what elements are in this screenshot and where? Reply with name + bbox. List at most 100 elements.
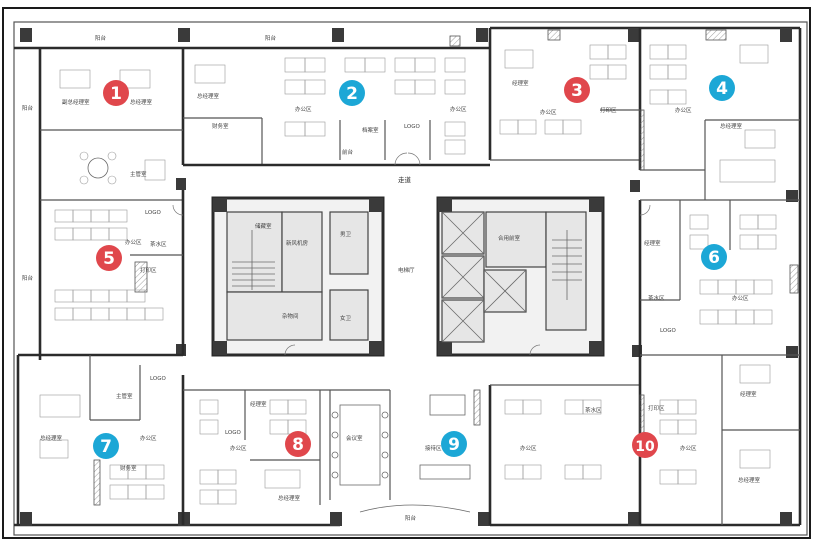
label-manager-8: 经理室 bbox=[250, 400, 267, 408]
label-balcony-left: 阳台 bbox=[22, 104, 34, 112]
label-print: 打印区 bbox=[600, 106, 617, 114]
label-finance-7: 财务室 bbox=[120, 464, 137, 472]
zone-marker-7-label: 7 bbox=[100, 437, 112, 457]
workstations-zone-3 bbox=[499, 44, 627, 135]
zone-marker-4[interactable]: 4 bbox=[709, 75, 735, 101]
label-office-area-7: 办公区 bbox=[140, 434, 157, 442]
label-finance: 财务室 bbox=[212, 122, 229, 130]
room-labels: 阳台 阳台 阳台 阳台 阳台 副总经理室 总经理室 总经理室 财务室 主管室 办… bbox=[22, 34, 761, 522]
label-balcony-top-left: 阳台 bbox=[95, 34, 107, 42]
label-gm-office-1: 总经理室 bbox=[130, 98, 153, 106]
label-toilet-f: 女卫 bbox=[340, 314, 352, 322]
label-manager-3: 经理室 bbox=[512, 79, 529, 87]
label-fan-room: 新风机房 bbox=[286, 239, 309, 247]
label-toilet-m: 男卫 bbox=[340, 231, 352, 238]
zone-marker-10-circle[interactable] bbox=[632, 432, 658, 458]
zone-marker-9-label: 9 bbox=[448, 435, 460, 455]
label-logo-right: LOGO bbox=[660, 328, 676, 334]
label-logo-bottom: LOGO bbox=[150, 376, 166, 382]
label-balcony-left2: 阳台 bbox=[22, 274, 34, 282]
meeting-room-table bbox=[331, 404, 389, 486]
zone-marker-5-label: 5 bbox=[103, 249, 115, 269]
zone-marker-3-circle[interactable] bbox=[564, 77, 590, 103]
label-manager-6: 经理室 bbox=[644, 239, 661, 247]
zone-marker-10-label: 10 bbox=[635, 439, 655, 455]
elevator-crosses bbox=[441, 211, 527, 343]
label-deputy-gm: 副总经理室 bbox=[62, 98, 90, 106]
zone-marker-2[interactable]: 2 bbox=[339, 80, 365, 106]
zone-marker-6-circle[interactable] bbox=[701, 244, 727, 270]
zone-marker-8-circle[interactable] bbox=[285, 431, 311, 457]
workstations-zone-2 bbox=[284, 57, 466, 155]
zone-marker-4-circle[interactable] bbox=[709, 75, 735, 101]
label-supervisor-7: 主管室 bbox=[116, 392, 133, 400]
interior-partitions bbox=[18, 28, 800, 525]
label-logo-left: LOGO bbox=[145, 210, 161, 216]
label-fire-room: 合用前室 bbox=[498, 234, 521, 242]
zone-marker-3-label: 3 bbox=[571, 81, 583, 101]
label-office-area-10: 办公区 bbox=[680, 444, 697, 452]
label-tea-left: 茶水区 bbox=[150, 240, 167, 248]
zone-marker-5[interactable]: 5 bbox=[96, 245, 122, 271]
label-storage: 储藏室 bbox=[255, 222, 272, 230]
label-balcony-bottom: 阳台 bbox=[405, 514, 417, 522]
label-front-desk: 前台 bbox=[342, 148, 354, 156]
right-core-stairs bbox=[552, 230, 582, 300]
zone-marker-2-circle[interactable] bbox=[339, 80, 365, 106]
zone-marker-9[interactable]: 9 bbox=[441, 431, 467, 457]
zone-marker-4-label: 4 bbox=[716, 79, 728, 99]
label-utility: 杂物间 bbox=[282, 312, 299, 320]
zone-marker-2-label: 2 bbox=[346, 84, 358, 104]
zone-marker-1-circle[interactable] bbox=[103, 80, 129, 106]
door-swings bbox=[172, 152, 651, 356]
zone-marker-6[interactable]: 6 bbox=[701, 244, 727, 270]
label-gm-office-4: 总经理室 bbox=[720, 122, 743, 130]
label-office-area-5: 办公区 bbox=[125, 238, 142, 246]
label-office-area-2: 办公区 bbox=[295, 105, 312, 113]
label-office-area-3: 办公区 bbox=[540, 108, 557, 116]
zone-marker-7[interactable]: 7 bbox=[93, 433, 119, 459]
reception-furniture bbox=[359, 394, 471, 513]
left-core-stairs bbox=[232, 230, 275, 290]
structural-columns bbox=[20, 28, 798, 526]
zone-marker-8-label: 8 bbox=[292, 435, 304, 455]
label-office-area-6: 办公区 bbox=[732, 294, 749, 302]
label-print-10: 打印区 bbox=[648, 404, 665, 412]
label-print-left: 打印区 bbox=[140, 266, 157, 274]
zone-marker-6-label: 6 bbox=[708, 248, 720, 268]
zone-marker-3[interactable]: 3 bbox=[564, 77, 590, 103]
label-logo-top: LOGO bbox=[404, 124, 420, 130]
workstations-zone-6 bbox=[689, 214, 777, 325]
zone-marker-1-label: 1 bbox=[110, 84, 122, 104]
label-office-area-8: 办公区 bbox=[230, 444, 247, 452]
label-supervisor-1: 主管室 bbox=[130, 170, 147, 178]
zone-marker-9-circle[interactable] bbox=[441, 431, 467, 457]
label-office-area-4: 办公区 bbox=[675, 106, 692, 114]
label-archive: 档案室 bbox=[362, 126, 379, 134]
label-balcony-top-mid: 阳台 bbox=[265, 34, 277, 42]
label-logo-8: LOGO bbox=[225, 430, 241, 436]
zone-marker-8[interactable]: 8 bbox=[285, 431, 311, 457]
zone-marker-1[interactable]: 1 bbox=[103, 80, 129, 106]
workstations-zone-7 bbox=[39, 394, 165, 500]
zone-marker-7-circle[interactable] bbox=[93, 433, 119, 459]
zone-markers: 1 2 3 4 5 6 7 8 bbox=[93, 75, 735, 459]
workstations-zone-4 bbox=[649, 44, 776, 183]
zone-marker-10[interactable]: 10 bbox=[632, 432, 658, 458]
workstations-zone-1 bbox=[59, 64, 226, 185]
label-corridor: 走道 bbox=[398, 175, 412, 184]
label-meeting: 会议室 bbox=[346, 434, 363, 442]
label-tea-9: 茶水区 bbox=[585, 406, 602, 414]
left-core bbox=[211, 196, 385, 357]
exterior-walls bbox=[13, 21, 808, 536]
label-gm-office-2: 总经理室 bbox=[197, 92, 220, 100]
label-gm-office-7: 总经理室 bbox=[40, 434, 63, 442]
label-gm-office-8: 总经理室 bbox=[278, 494, 301, 502]
label-elevator-hall: 电梯厅 bbox=[398, 266, 415, 274]
zone-marker-5-circle[interactable] bbox=[96, 245, 122, 271]
label-office-area-2b: 办公区 bbox=[450, 105, 467, 113]
label-reception: 接待区 bbox=[425, 444, 442, 452]
label-tea-right: 茶水区 bbox=[648, 294, 665, 302]
hatched-storage bbox=[93, 29, 799, 506]
